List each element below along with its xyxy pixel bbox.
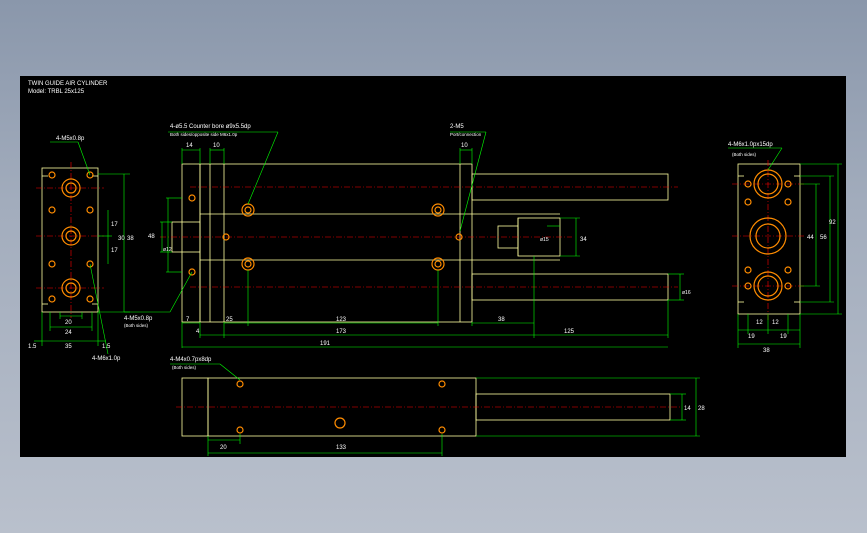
dim-125: 125 [564,329,575,335]
right-body-outline [737,163,801,315]
bottom-view: 4-M4x0.7px8dp (Both sides) 20 133 14 28 [170,357,705,456]
piston-rod-hole [61,226,81,246]
bottom-callout-sub: (Both sides) [172,365,197,370]
dim-20-bottom: 20 [220,445,227,451]
port-hole [455,233,463,241]
bore-circle [749,217,787,255]
dim-19-left: 19 [748,334,755,340]
callout-m5-side: 4-M5x0.8p [124,316,153,322]
front-callout-m5: 4-M5x0.8p [56,136,85,142]
rod-hole-lower [61,278,81,298]
right-view: 4-M6x1.0px15dp (Both sides) 44 56 92 19 … [728,142,842,354]
dim-10-right: 10 [461,143,468,149]
callout-port: 2-M5 [450,124,464,130]
dim-28: 28 [698,406,705,412]
dim-25: 25 [226,317,233,323]
dim-38: 38 [127,236,134,242]
callout-counterbore-sub: Both sides/opposite side M6x1.0p [170,132,238,137]
title-line2: Model: TRBL 25x125 [28,89,85,95]
front-body-outline [41,167,99,313]
side-holes [188,194,463,276]
title-line1: TWIN GUIDE AIR CYLINDER [28,81,108,87]
dim-173: 173 [336,329,347,335]
dim-30: 30 [118,236,125,242]
title-block: TWIN GUIDE AIR CYLINDER Model: TRBL 25x1… [28,81,108,95]
side-view: 4-ø5.5 Counter bore ø9x5.5dp Both sides/… [124,124,691,348]
dim-17-top: 17 [111,222,118,228]
dim-48: 48 [148,234,155,240]
callout-port-sub: Port/connection [450,132,482,137]
callout-m5-side-sub: (Both sides) [124,323,149,328]
dim-7: 7 [186,317,190,323]
dim-phi-15: ø15 [540,237,549,243]
dim-34: 34 [580,237,587,243]
dim-10-left: 10 [213,143,220,149]
rod-hole-upper [61,178,81,198]
callout-counterbore: 4-ø5.5 Counter bore ø9x5.5dp [170,124,251,130]
dim-38-side: 38 [498,317,505,323]
dim-12-right: 12 [772,320,779,326]
dim-24: 24 [65,330,72,336]
dim-35: 35 [65,344,72,350]
dim-phi-16: ø16 [682,290,691,296]
front-holes [48,171,94,303]
dim-191: 191 [320,341,331,347]
dim-56: 56 [820,235,827,241]
dim-14-bottom: 14 [684,406,691,412]
right-callout: 4-M6x1.0px15dp [728,142,773,148]
dim-4: 4 [196,329,200,335]
bottom-holes [236,380,446,434]
side-end-plate [181,163,201,323]
right-callout-sub: (Both sides) [732,152,757,157]
dim-19-right: 19 [780,334,787,340]
dim-44: 44 [807,235,814,241]
drawing-canvas: TWIN GUIDE AIR CYLINDER Model: TRBL 25x1… [20,76,846,457]
dim-38-right: 38 [763,348,770,354]
dim-phi-12: ø12 [163,247,172,253]
dim-20: 20 [65,320,72,326]
cad-drawing: TWIN GUIDE AIR CYLINDER Model: TRBL 25x1… [28,81,842,456]
front-view: 4-M5x0.8p 4-M6x1.0p 20 24 35 1.5 1.5 17 … [28,136,134,362]
bottom-callout: 4-M4x0.7px8dp [170,357,212,363]
dim-14: 14 [186,143,193,149]
side-body-outline [199,163,473,323]
dim-17-bottom: 17 [111,248,118,254]
dim-133: 133 [336,445,347,451]
dim-1-5-right: 1.5 [102,344,111,350]
dim-1-5-left: 1.5 [28,344,37,350]
dim-123: 123 [336,317,347,323]
right-holes [744,169,792,301]
dim-92: 92 [829,220,836,226]
dim-12-left: 12 [756,320,763,326]
front-callout-m6: 4-M6x1.0p [92,356,121,362]
